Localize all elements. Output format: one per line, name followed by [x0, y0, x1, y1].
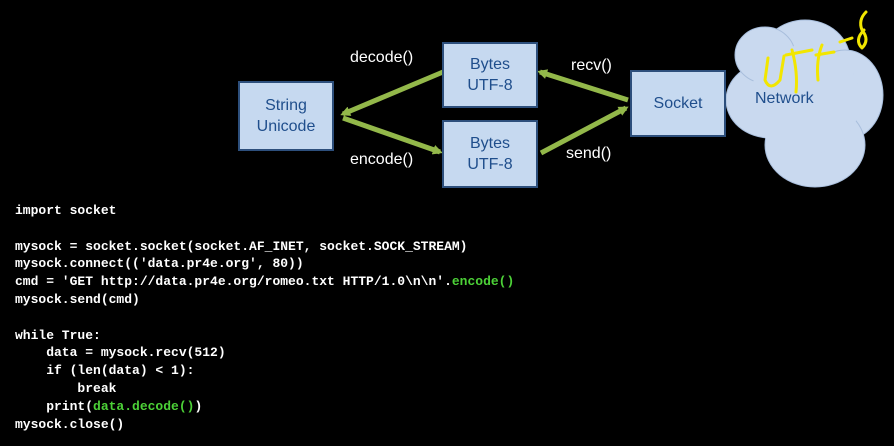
code-line: mysock.connect(('data.pr4e.org', 80))	[15, 255, 514, 273]
code-highlight: encode()	[451, 274, 515, 290]
code-segment: )	[194, 398, 203, 414]
decode-label: decode()	[350, 49, 414, 66]
arrow-string-to-bytes	[342, 115, 443, 155]
code-segment: mysock = socket.socket(socket.AF_INET, s…	[15, 238, 468, 254]
flow-diagram: String Unicode Bytes UTF-8 Bytes UTF-8 S…	[0, 0, 894, 200]
code-segment: print(	[15, 398, 94, 414]
code-line: if (len(data) < 1):	[15, 362, 514, 380]
arrow-socket-to-bytes	[537, 69, 629, 103]
code-line: break	[15, 380, 514, 398]
code-segment: mysock.close()	[15, 416, 125, 432]
send-label: send()	[566, 145, 612, 162]
handwriting-annotation	[763, 10, 868, 94]
code-segment: while True:	[15, 327, 101, 343]
bytes-top-box: Bytes UTF-8	[442, 42, 538, 108]
socket-box-label: Socket	[653, 95, 703, 112]
arrow-bytes-to-string	[340, 69, 444, 117]
code-listing: import socket mysock = socket.socket(soc…	[15, 202, 514, 433]
socket-box: Socket	[630, 70, 726, 137]
network-cloud	[725, 19, 884, 188]
bytes-top-line2: UTF-8	[467, 77, 513, 94]
string-unicode-box: String Unicode	[238, 81, 334, 151]
code-segment: mysock.connect(('data.pr4e.org', 80))	[15, 256, 304, 272]
code-line: mysock.send(cmd)	[15, 291, 514, 309]
diagram-graphics	[340, 10, 884, 188]
bytes-top-line1: Bytes	[469, 56, 510, 73]
code-segment: break	[15, 380, 117, 396]
bytes-bottom-line1: Bytes	[469, 135, 510, 152]
code-line: cmd = 'GET http://data.pr4e.org/romeo.tx…	[15, 273, 514, 291]
code-segment: mysock.send(cmd)	[15, 291, 140, 307]
code-line: import socket	[15, 202, 514, 220]
bytes-bottom-line2: UTF-8	[467, 156, 513, 173]
code-line: print(data.decode())	[15, 398, 514, 416]
code-segment: cmd = 'GET http://data.pr4e.org/romeo.tx…	[15, 274, 452, 290]
recv-label: recv()	[571, 57, 612, 74]
code-line: data = mysock.recv(512)	[15, 344, 514, 362]
code-line: while True:	[15, 327, 514, 345]
string-box-line1: String	[265, 97, 307, 114]
encode-label: encode()	[350, 151, 414, 168]
network-label: Network	[755, 90, 814, 107]
code-segment: import socket	[15, 203, 117, 218]
string-box-line2: Unicode	[256, 118, 316, 135]
code-segment: data = mysock.recv(512)	[15, 345, 226, 361]
code-line: mysock = socket.socket(socket.AF_INET, s…	[15, 238, 514, 256]
code-highlight: data.decode()	[93, 398, 195, 414]
bytes-bottom-box: Bytes UTF-8	[442, 120, 538, 188]
code-line	[15, 220, 514, 238]
code-line: mysock.close()	[15, 416, 514, 434]
arrow-bytes-to-socket	[539, 105, 629, 156]
code-segment: if (len(data) < 1):	[15, 363, 195, 379]
code-line	[15, 309, 514, 327]
